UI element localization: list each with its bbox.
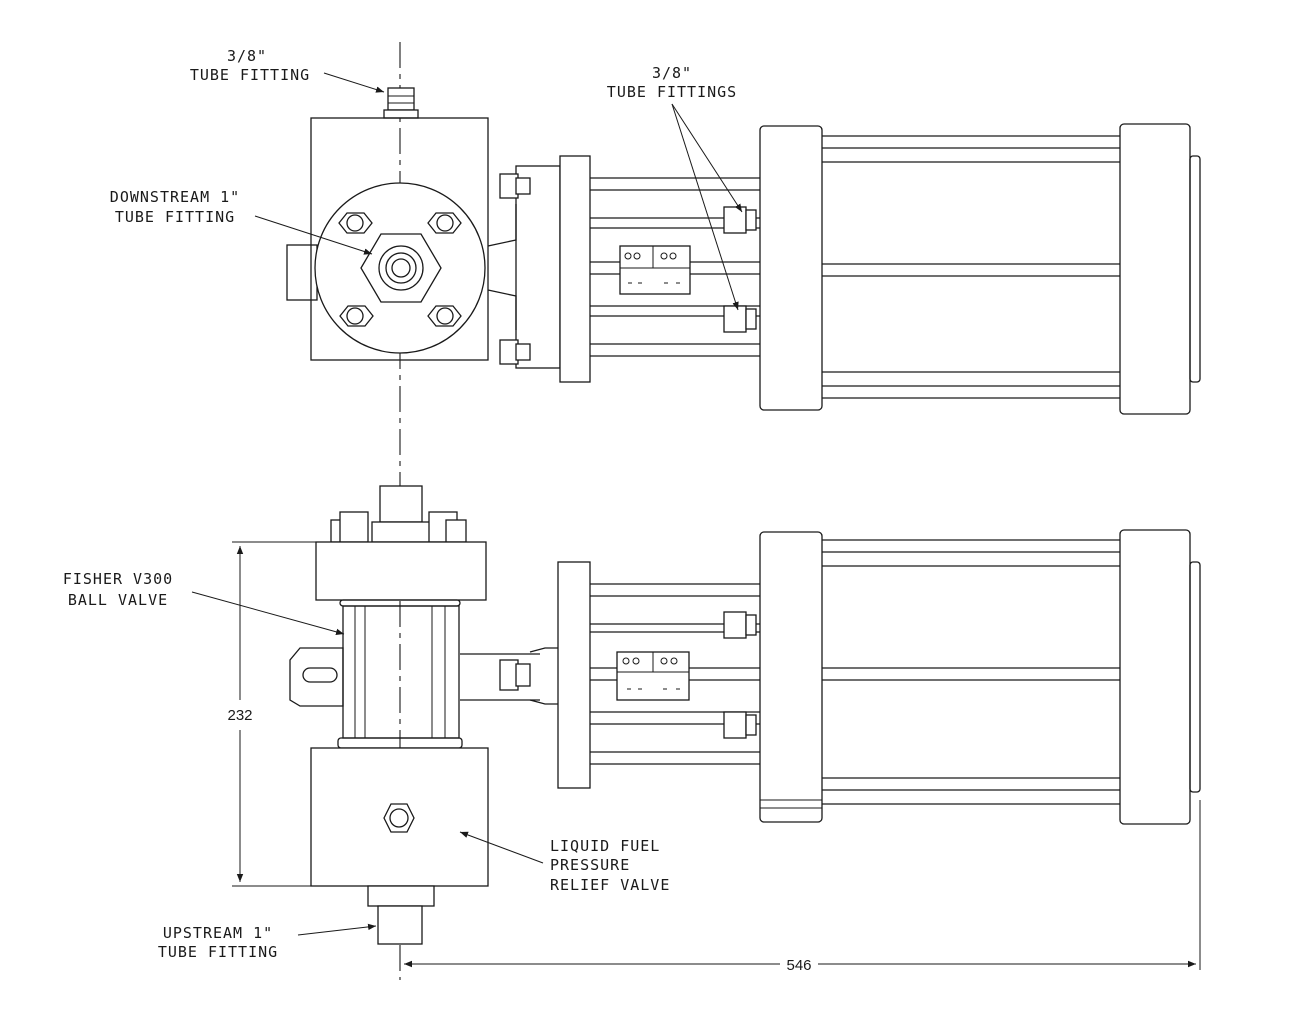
label-relief-valve-line2: PRESSURE — [550, 856, 630, 874]
label-relief-valve: LIQUID FUEL PRESSURE RELIEF VALVE — [459, 831, 670, 894]
label-downstream: DOWNSTREAM 1" TUBE FITTING — [110, 188, 373, 255]
label-upstream-line2: TUBE FITTING — [158, 943, 278, 961]
label-top-fitting-line1: 3/8" — [227, 47, 267, 65]
dimension-length: 546 — [404, 800, 1201, 974]
label-right-fittings-line2: TUBE FITTINGS — [607, 83, 737, 101]
label-relief-valve-line3: RELIEF VALVE — [550, 876, 670, 894]
label-ball-valve: FISHER V300 BALL VALVE — [63, 570, 345, 635]
dimension-height: 232 — [227, 541, 316, 887]
label-top-fitting: 3/8" TUBE FITTING — [190, 47, 385, 93]
label-ball-valve-line2: BALL VALVE — [68, 591, 168, 609]
label-relief-valve-line1: LIQUID FUEL — [550, 837, 660, 855]
label-downstream-line1: DOWNSTREAM 1" — [110, 188, 240, 206]
label-right-fittings-line1: 3/8" — [652, 64, 692, 82]
top-view — [286, 87, 1201, 415]
dimension-length-label: 546 — [786, 957, 811, 974]
label-top-fittings-right: 3/8" TUBE FITTINGS — [607, 64, 743, 311]
side-view — [289, 485, 1201, 945]
label-top-fitting-line2: TUBE FITTING — [190, 66, 310, 84]
label-upstream-line1: UPSTREAM 1" — [163, 924, 273, 942]
dimension-height-label: 232 — [227, 707, 252, 724]
label-upstream: UPSTREAM 1" TUBE FITTING — [158, 923, 377, 961]
label-ball-valve-line1: FISHER V300 — [63, 570, 173, 588]
label-downstream-line2: TUBE FITTING — [115, 208, 235, 226]
